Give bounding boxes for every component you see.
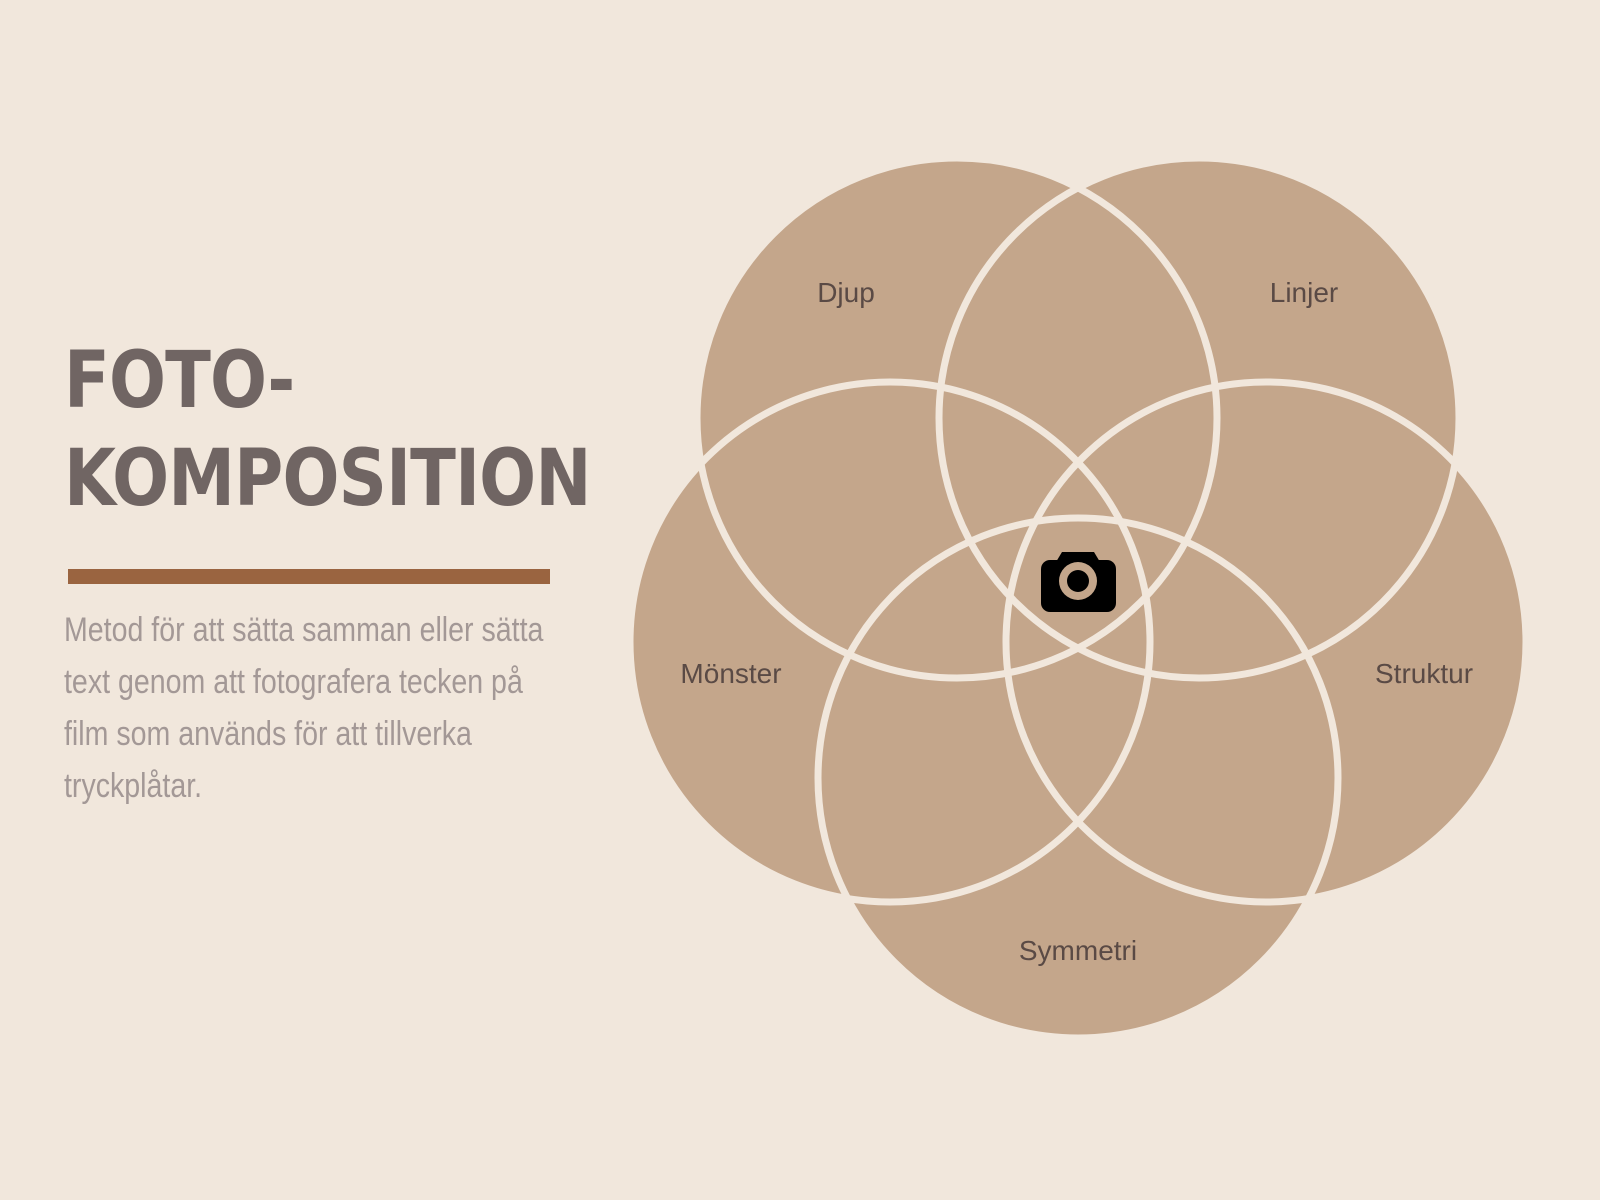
venn-fills [630, 158, 1526, 1038]
label-monster: Mönster [680, 658, 781, 689]
circle-djup-outline [693, 154, 1221, 682]
page-title: FOTO- KOMPOSITION [64, 332, 591, 528]
description-line-3: film som används för att tillverka [64, 715, 472, 753]
description-line-4: tryckplåtar. [64, 767, 203, 805]
circle-symmetri-outline [814, 514, 1342, 1042]
circle-linjer-outline [935, 154, 1463, 682]
label-symmetri: Symmetri [1019, 935, 1137, 966]
description-line-1: Metod för att sätta samman eller sätta [64, 611, 544, 649]
circle-monster-outline [626, 378, 1154, 906]
circle-struktur-outline [1002, 378, 1530, 906]
circle-symmetri-fill [818, 518, 1338, 1038]
label-djup: Djup [817, 277, 875, 308]
description: Metod för att sätta samman eller sätta t… [64, 604, 585, 812]
venn-outlines [626, 154, 1530, 1042]
description-line-2: text genom att fotografera tecken på [64, 663, 523, 701]
camera-icon [1041, 552, 1116, 612]
accent-divider [68, 569, 550, 584]
title-line-2: KOMPOSITION [64, 434, 591, 524]
label-linjer: Linjer [1270, 277, 1338, 308]
label-struktur: Struktur [1375, 658, 1473, 689]
title-line-1: FOTO- [64, 336, 295, 426]
